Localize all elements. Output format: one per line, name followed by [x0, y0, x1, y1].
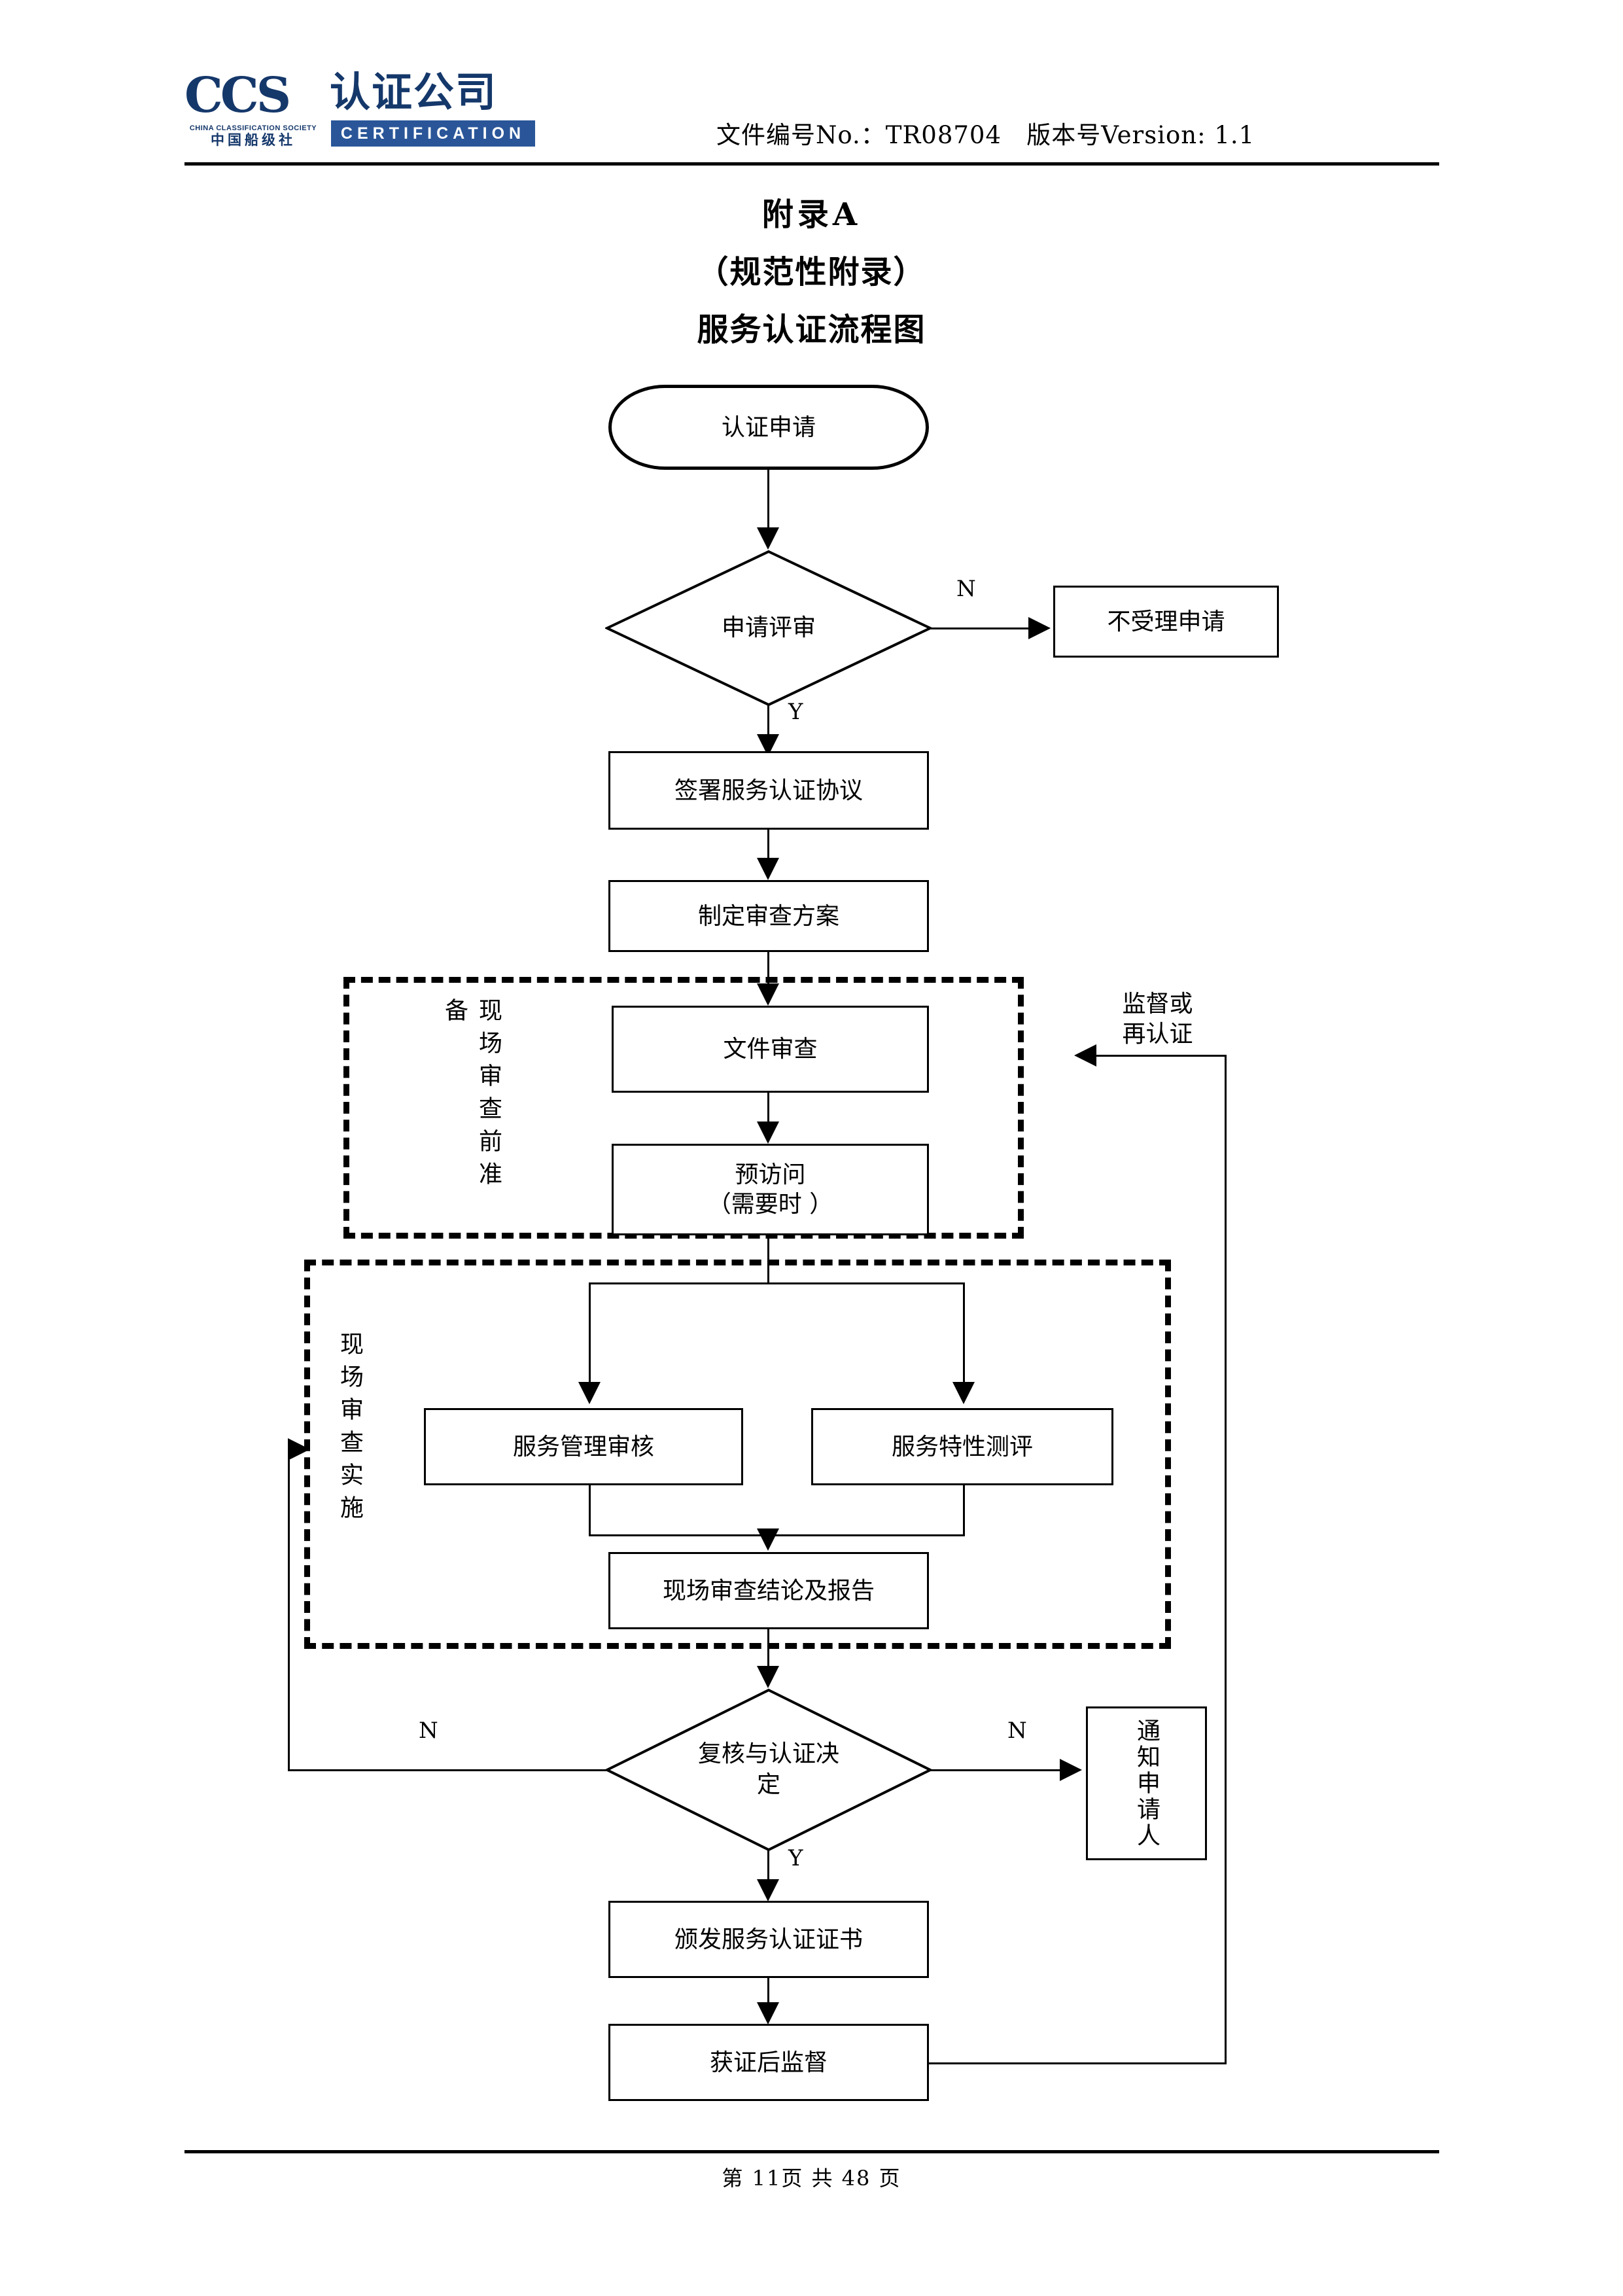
- arrowhead-docreview-to-previsit: [757, 1122, 779, 1144]
- connector-sign-to-plan: [767, 830, 769, 861]
- branch-label-review-yes: Y: [788, 699, 803, 725]
- connector-feature-eval-down: [963, 1485, 965, 1536]
- arrowhead-merge-to-report: [757, 1528, 779, 1551]
- ccs-logo: CCS CHINA CLASSIFICATION SOCIETY 中国船级社 认…: [184, 68, 538, 147]
- connector-review-to-sign: [767, 705, 769, 745]
- logo-company-name: 认证公司: [330, 68, 498, 116]
- arrowhead-issue-to-surveillance: [757, 2002, 779, 2024]
- connector-plan-to-docreview: [767, 952, 769, 986]
- appendix-subtitle: （规范性附录）: [697, 254, 926, 291]
- appendix-title: 附录A: [761, 196, 862, 233]
- node-review-and-certification-decision[interactable]: 复核与认证决 定: [605, 1688, 932, 1852]
- header-divider-rule: [184, 162, 1439, 166]
- connector-decision-to-issue: [767, 1850, 769, 1882]
- connector-mgmt-audit-down: [589, 1485, 591, 1536]
- arrowhead-decision-to-issue: [757, 1879, 779, 1901]
- connector-decision-no-left: [288, 1769, 607, 1771]
- node-pre-visit[interactable]: 预访问 （需要时 ）: [612, 1144, 929, 1235]
- node-establish-audit-plan[interactable]: 制定审查方案: [608, 880, 929, 952]
- connector-start-to-review: [767, 470, 769, 535]
- connector-review-to-reject: [930, 627, 1030, 629]
- arrowhead-to-mgmt-audit: [578, 1382, 601, 1404]
- arrowhead-plan-to-docreview: [757, 983, 779, 1006]
- node-application-review-label: 申请评审: [721, 614, 816, 641]
- node-issue-service-certificate[interactable]: 颁发服务认证证书: [608, 1901, 929, 1978]
- branch-label-review-no: N: [956, 576, 976, 602]
- document-number-and-version: 文件编号No.：TR08704 版本号Version: 1.1: [716, 121, 1255, 149]
- connector-split-left-drop: [589, 1282, 591, 1387]
- connector-split-bar: [589, 1282, 965, 1284]
- group-label-onsite-implementation: 现场审查实施: [336, 1332, 363, 1528]
- footer-divider-rule: [184, 2150, 1439, 2153]
- node-application-review-decision[interactable]: 申请评审: [605, 550, 932, 707]
- branch-label-decision-no-left: N: [419, 1718, 438, 1744]
- node-notify-applicant[interactable]: 通知申请人: [1086, 1706, 1207, 1860]
- node-service-feature-evaluation[interactable]: 服务特性测评: [811, 1408, 1113, 1485]
- connector-surveillance-to-right: [928, 2062, 1227, 2064]
- logo-chinese-subtitle: 中国船级社: [211, 132, 296, 148]
- logo-certification-text: CERTIFICATION: [340, 124, 526, 143]
- connector-recert-to-left: [1096, 1055, 1227, 1057]
- logo-ccs-letters: CCS: [184, 67, 291, 124]
- connector-recert-riser: [1225, 1055, 1227, 2064]
- arrowhead-sign-to-plan: [757, 858, 779, 880]
- connector-decision-to-notify: [930, 1769, 1061, 1771]
- logo-english-subtitle: CHINA CLASSIFICATION SOCIETY: [189, 124, 317, 132]
- arrowhead-report-to-decision: [757, 1666, 779, 1688]
- arrowhead-review-to-reject: [1028, 617, 1051, 639]
- arrowhead-recert-into-prep: [1074, 1044, 1096, 1067]
- connector-split-right-drop: [963, 1282, 965, 1387]
- arrowhead-start-to-review: [757, 527, 779, 550]
- node-post-certification-surveillance[interactable]: 获证后监督: [608, 2024, 929, 2101]
- arrowhead-feedback-into-onsite: [288, 1438, 310, 1460]
- footer-page-number: 第 11页 共 48 页: [722, 2166, 901, 2191]
- node-certification-application[interactable]: 认证申请: [608, 385, 929, 470]
- group-box-pre-onsite-prep: [343, 977, 1024, 1239]
- annotation-surveillance-or-recertification: 监督或 再认证: [1122, 991, 1193, 1048]
- node-reject-application[interactable]: 不受理申请: [1053, 586, 1279, 658]
- node-onsite-audit-conclusion-report[interactable]: 现场审查结论及报告: [608, 1552, 929, 1629]
- connector-feedback-left-riser: [288, 1449, 290, 1771]
- flowchart-title: 服务认证流程图: [697, 311, 926, 348]
- arrowhead-to-feature-eval: [952, 1382, 975, 1404]
- branch-label-decision-yes: Y: [788, 1845, 803, 1871]
- diamond-shape-review: [605, 550, 932, 707]
- node-sign-service-certification-agreement[interactable]: 签署服务认证协议: [608, 751, 929, 830]
- connector-issue-to-surveillance: [767, 1978, 769, 2008]
- logo-mark-text: CCS: [184, 68, 322, 123]
- group-label-pre-onsite-prep: 现场审查前准备: [441, 998, 502, 1194]
- node-review-and-certification-decision-label: 复核与认证决 定: [697, 1740, 839, 1798]
- arrowhead-decision-to-notify: [1060, 1759, 1082, 1781]
- connector-report-to-decision: [767, 1629, 769, 1670]
- page-header: CCS CHINA CLASSIFICATION SOCIETY 中国船级社 认…: [0, 0, 1623, 170]
- branch-label-decision-no-right: N: [1007, 1718, 1027, 1744]
- connector-previsit-down: [767, 1235, 769, 1284]
- connector-docreview-to-previsit: [767, 1093, 769, 1124]
- node-service-management-audit[interactable]: 服务管理审核: [424, 1408, 743, 1485]
- node-document-review[interactable]: 文件审查: [612, 1006, 929, 1093]
- diamond-shape-decision: [605, 1688, 932, 1852]
- logo-certification-banner: CERTIFICATION: [331, 120, 535, 147]
